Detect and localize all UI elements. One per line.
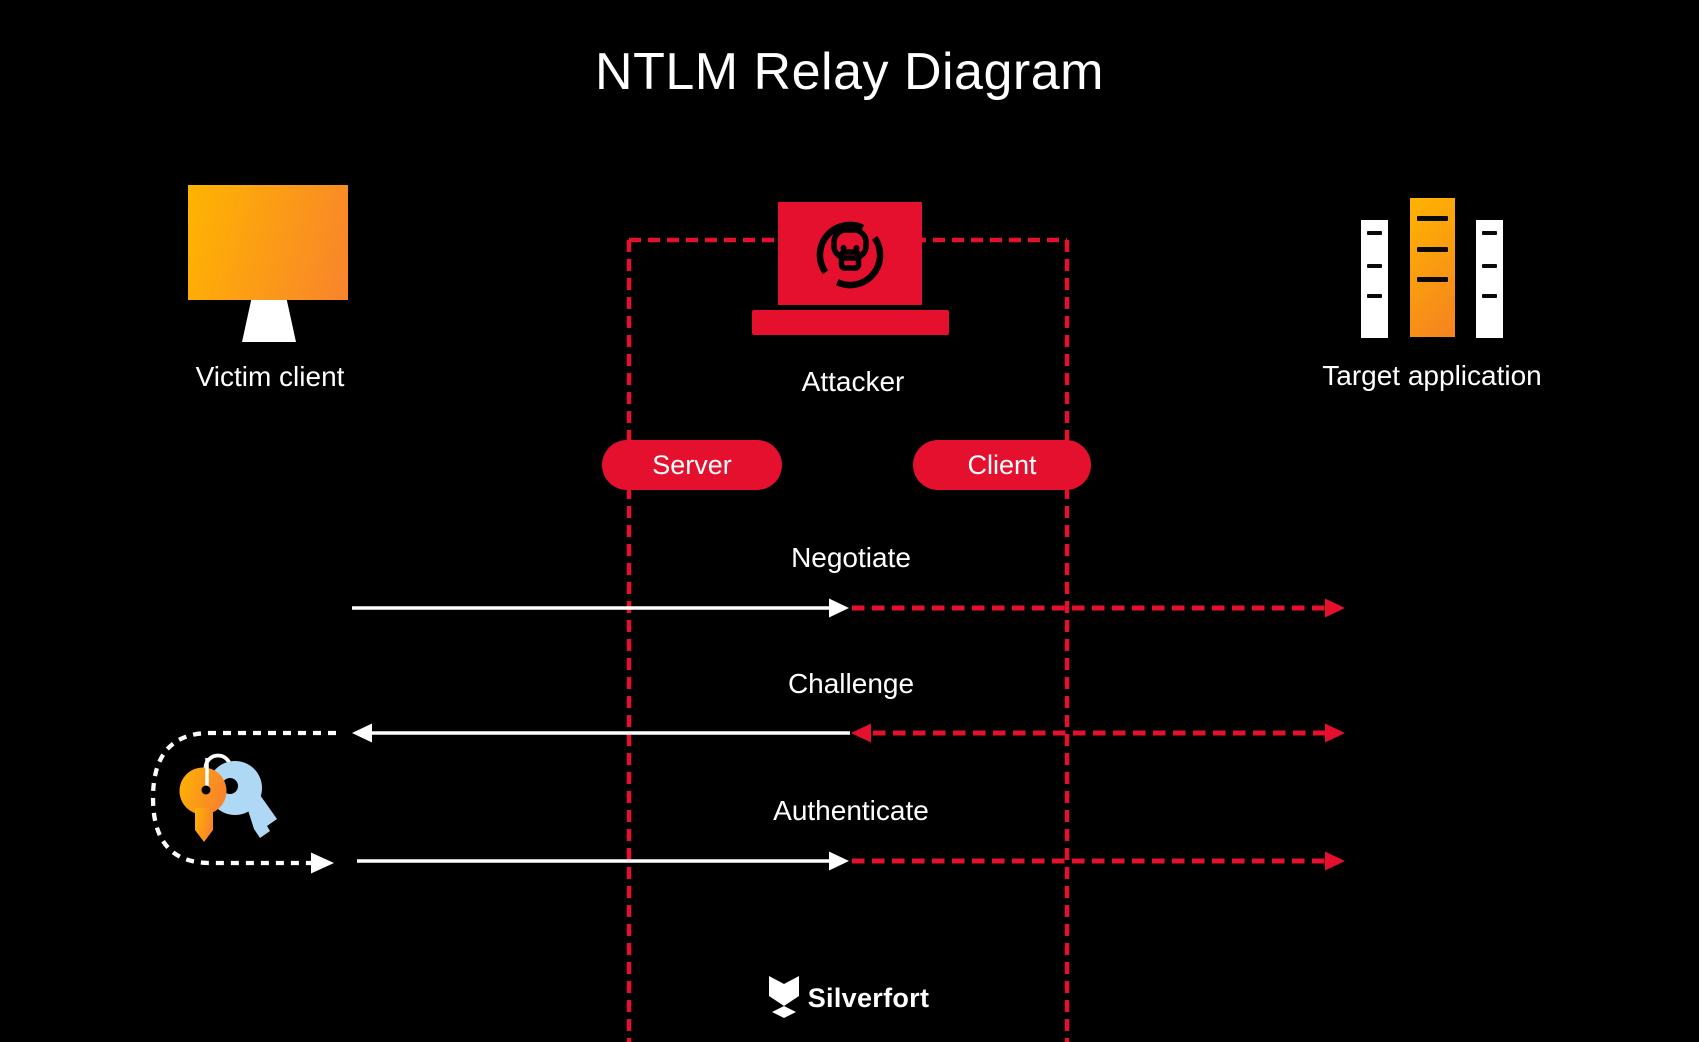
negotiate-arrows bbox=[352, 598, 1345, 618]
laptop-base bbox=[752, 310, 949, 335]
orange-key-hole bbox=[201, 785, 211, 795]
keys-icon bbox=[179, 753, 277, 842]
authenticate-red-arrowhead bbox=[1325, 851, 1345, 871]
challenge-red-arrowhead-right bbox=[1325, 723, 1345, 743]
server-tower-middle bbox=[1410, 198, 1455, 337]
authenticate-arrows bbox=[357, 851, 1345, 871]
skull-sync-glyph bbox=[816, 221, 884, 289]
silverfort-chevron-icon bbox=[768, 976, 799, 1018]
challenge-arrows bbox=[352, 723, 1345, 743]
client-badge: Client bbox=[913, 440, 1091, 490]
negotiate-label: Negotiate bbox=[791, 542, 911, 573]
skull-head bbox=[831, 227, 869, 261]
blue-key-shank bbox=[246, 795, 277, 838]
brand-name: Silverfort bbox=[807, 982, 930, 1013]
authenticate-white-arrowhead bbox=[829, 851, 849, 871]
attacker-label: Attacker bbox=[801, 366, 905, 397]
relay-loop-dashed-path bbox=[150, 730, 336, 866]
server-rack-icon bbox=[1361, 220, 1388, 338]
skull-eye-right bbox=[853, 245, 860, 251]
skull-jaw bbox=[838, 249, 862, 271]
orange-key-shank bbox=[195, 808, 213, 842]
monitor-icon bbox=[188, 185, 348, 300]
monitor-stand bbox=[242, 300, 296, 342]
attacker-dotted-frame bbox=[626, 237, 1070, 1042]
negotiate-white-arrowhead bbox=[829, 598, 849, 618]
target-application-label: Target application bbox=[1322, 360, 1542, 391]
sync-arc-right bbox=[835, 235, 884, 289]
page-title: NTLM Relay Diagram bbox=[595, 43, 1104, 101]
sync-arc-left bbox=[816, 221, 865, 275]
challenge-label: Challenge bbox=[787, 668, 915, 699]
authenticate-label: Authenticate bbox=[773, 795, 929, 826]
relay-loop-arrowhead bbox=[311, 852, 334, 874]
relay-loop bbox=[150, 730, 336, 874]
negotiate-red-arrowhead bbox=[1325, 598, 1345, 618]
server-badge: Server bbox=[602, 440, 782, 490]
skull-laptop-icon bbox=[778, 202, 922, 305]
server-tower-right bbox=[1476, 220, 1503, 338]
victim-client-label: Victim client bbox=[195, 361, 345, 392]
skull-eye-left bbox=[840, 245, 847, 251]
challenge-white-arrowhead bbox=[352, 723, 372, 743]
challenge-red-arrowhead-left bbox=[851, 723, 871, 743]
brand-footer: Silverfort bbox=[749, 976, 949, 1020]
